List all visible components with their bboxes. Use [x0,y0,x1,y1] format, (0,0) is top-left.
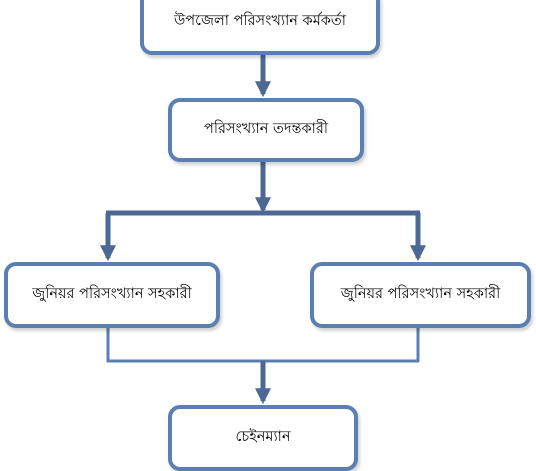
node-junior-statistics-assistant-right: জুনিয়র পরিসংখ্যান সহকারী [310,262,531,328]
node-right-label: জুনিয়র পরিসংখ্যান সহকারী [340,286,501,302]
node-middle-label: পরিসংখ্যান তদন্তকারী [204,121,328,137]
node-junior-statistics-assistant-left: জুনিয়র পরিসংখ্যান সহকারী [4,262,220,328]
node-upazila-statistics-officer: উপজেলা পরিসংখ্যান কর্মকর্তা [140,0,380,55]
node-statistics-investigator: পরিসংখ্যান তদন্তকারী [168,98,364,162]
node-bottom-label: চেইনম্যান [235,429,291,445]
node-top-label: উপজেলা পরিসংখ্যান কর্মকর্তা [174,12,346,29]
node-chainman: চেইনম্যান [168,405,358,471]
node-left-label: জুনিয়র পরিসংখ্যান সহকারী [32,286,192,302]
